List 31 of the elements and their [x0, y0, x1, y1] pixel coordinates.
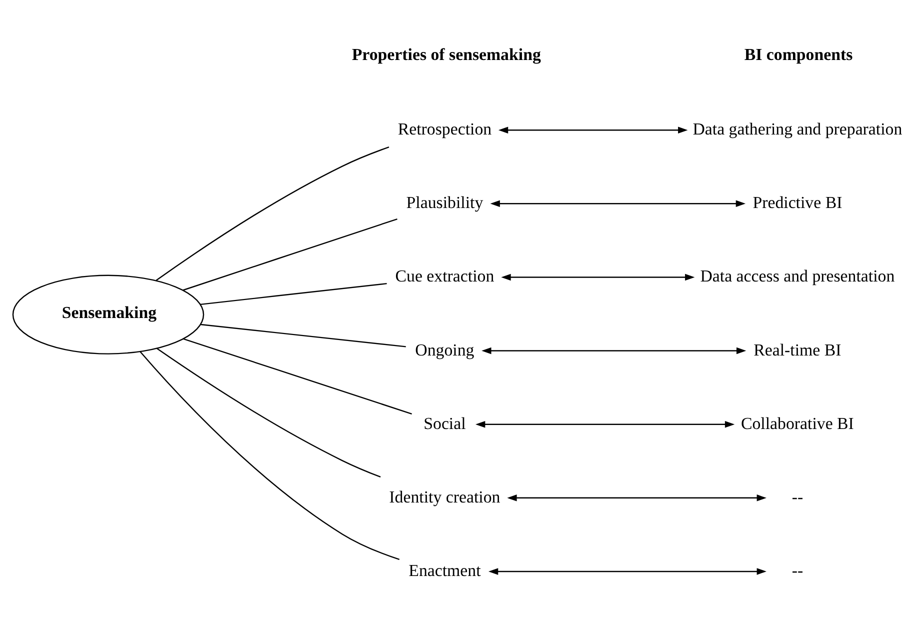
node-text: Plausibility: [406, 193, 484, 212]
node-text: Data gathering and preparation: [692, 120, 902, 139]
node-text: Identity creation: [389, 487, 500, 506]
node-text: Social: [424, 414, 466, 433]
node-text: Ongoing: [415, 340, 474, 360]
node-text: Retrospection: [398, 120, 492, 139]
connector: [183, 338, 412, 414]
arrow: [476, 420, 735, 428]
node-text: Enactment: [408, 560, 481, 580]
node-text: Data access and presentation: [700, 266, 895, 286]
label: BI components: [744, 44, 853, 64]
node-text: --: [792, 487, 804, 506]
connector: [156, 348, 381, 478]
connector: [200, 324, 406, 348]
connector: [140, 351, 400, 560]
node-text: Real-time BI: [754, 340, 842, 360]
arrow: [498, 126, 688, 134]
arrow: [501, 274, 695, 281]
node-text: Predictive BI: [752, 193, 842, 212]
arrow: [490, 200, 746, 208]
label: Properties of sensemaking: [352, 44, 541, 64]
arrow: [507, 494, 766, 502]
connector: [200, 282, 387, 306]
connector: [183, 218, 398, 291]
node-ellipse: Sensemaking: [12, 274, 204, 354]
connector: [156, 146, 390, 281]
node-text: Cue extraction: [395, 266, 494, 286]
arrow: [488, 568, 766, 575]
arrow: [482, 347, 746, 354]
node-text: Collaborative BI: [740, 414, 854, 433]
node-text: --: [792, 560, 804, 580]
